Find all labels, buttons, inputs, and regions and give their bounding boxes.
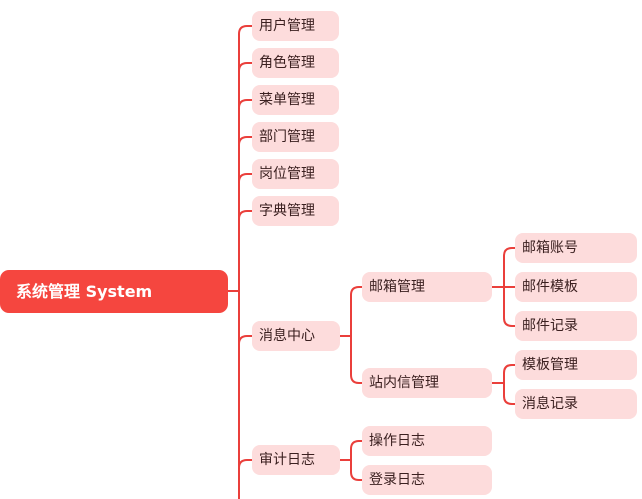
root-node-system[interactable]: 系统管理 System bbox=[0, 270, 228, 313]
node-message-center[interactable]: 消息中心 bbox=[252, 321, 340, 351]
connector-dict bbox=[238, 210, 253, 220]
connector-mail bbox=[350, 286, 363, 337]
node-audit-log[interactable]: 审计日志 bbox=[252, 445, 340, 475]
connector-inbox-template bbox=[503, 364, 516, 384]
node-user-management[interactable]: 用户管理 bbox=[252, 11, 339, 41]
connector-inbox-record bbox=[503, 382, 516, 405]
node-post-management[interactable]: 岗位管理 bbox=[252, 159, 339, 189]
node-role-management[interactable]: 角色管理 bbox=[252, 48, 339, 78]
node-login-log[interactable]: 登录日志 bbox=[362, 465, 492, 495]
node-mail-management[interactable]: 邮箱管理 bbox=[362, 272, 492, 302]
connector-mail-record bbox=[503, 286, 516, 327]
connector-audit-log bbox=[238, 459, 253, 469]
connector-post bbox=[238, 173, 253, 183]
connector-message-center bbox=[238, 335, 253, 345]
node-inbox-template[interactable]: 模板管理 bbox=[515, 350, 637, 380]
node-menu-management[interactable]: 菜单管理 bbox=[252, 85, 339, 115]
connector-audit-login bbox=[350, 459, 363, 481]
connector-mail-account bbox=[503, 247, 516, 288]
node-operate-log[interactable]: 操作日志 bbox=[362, 426, 492, 456]
connector-inbox bbox=[350, 335, 363, 384]
connector-menu bbox=[238, 99, 253, 109]
connector-role bbox=[238, 62, 253, 72]
node-dept-management[interactable]: 部门管理 bbox=[252, 122, 339, 152]
connector-audit-operate bbox=[350, 440, 363, 461]
node-inbox-management[interactable]: 站内信管理 bbox=[362, 368, 492, 398]
node-mail-account[interactable]: 邮箱账号 bbox=[515, 233, 637, 263]
node-dict-management[interactable]: 字典管理 bbox=[252, 196, 339, 226]
node-mail-record[interactable]: 邮件记录 bbox=[515, 311, 637, 341]
node-mail-template[interactable]: 邮件模板 bbox=[515, 272, 637, 302]
connector-user bbox=[238, 25, 253, 35]
node-inbox-record[interactable]: 消息记录 bbox=[515, 389, 637, 419]
connector-dept bbox=[238, 136, 253, 146]
